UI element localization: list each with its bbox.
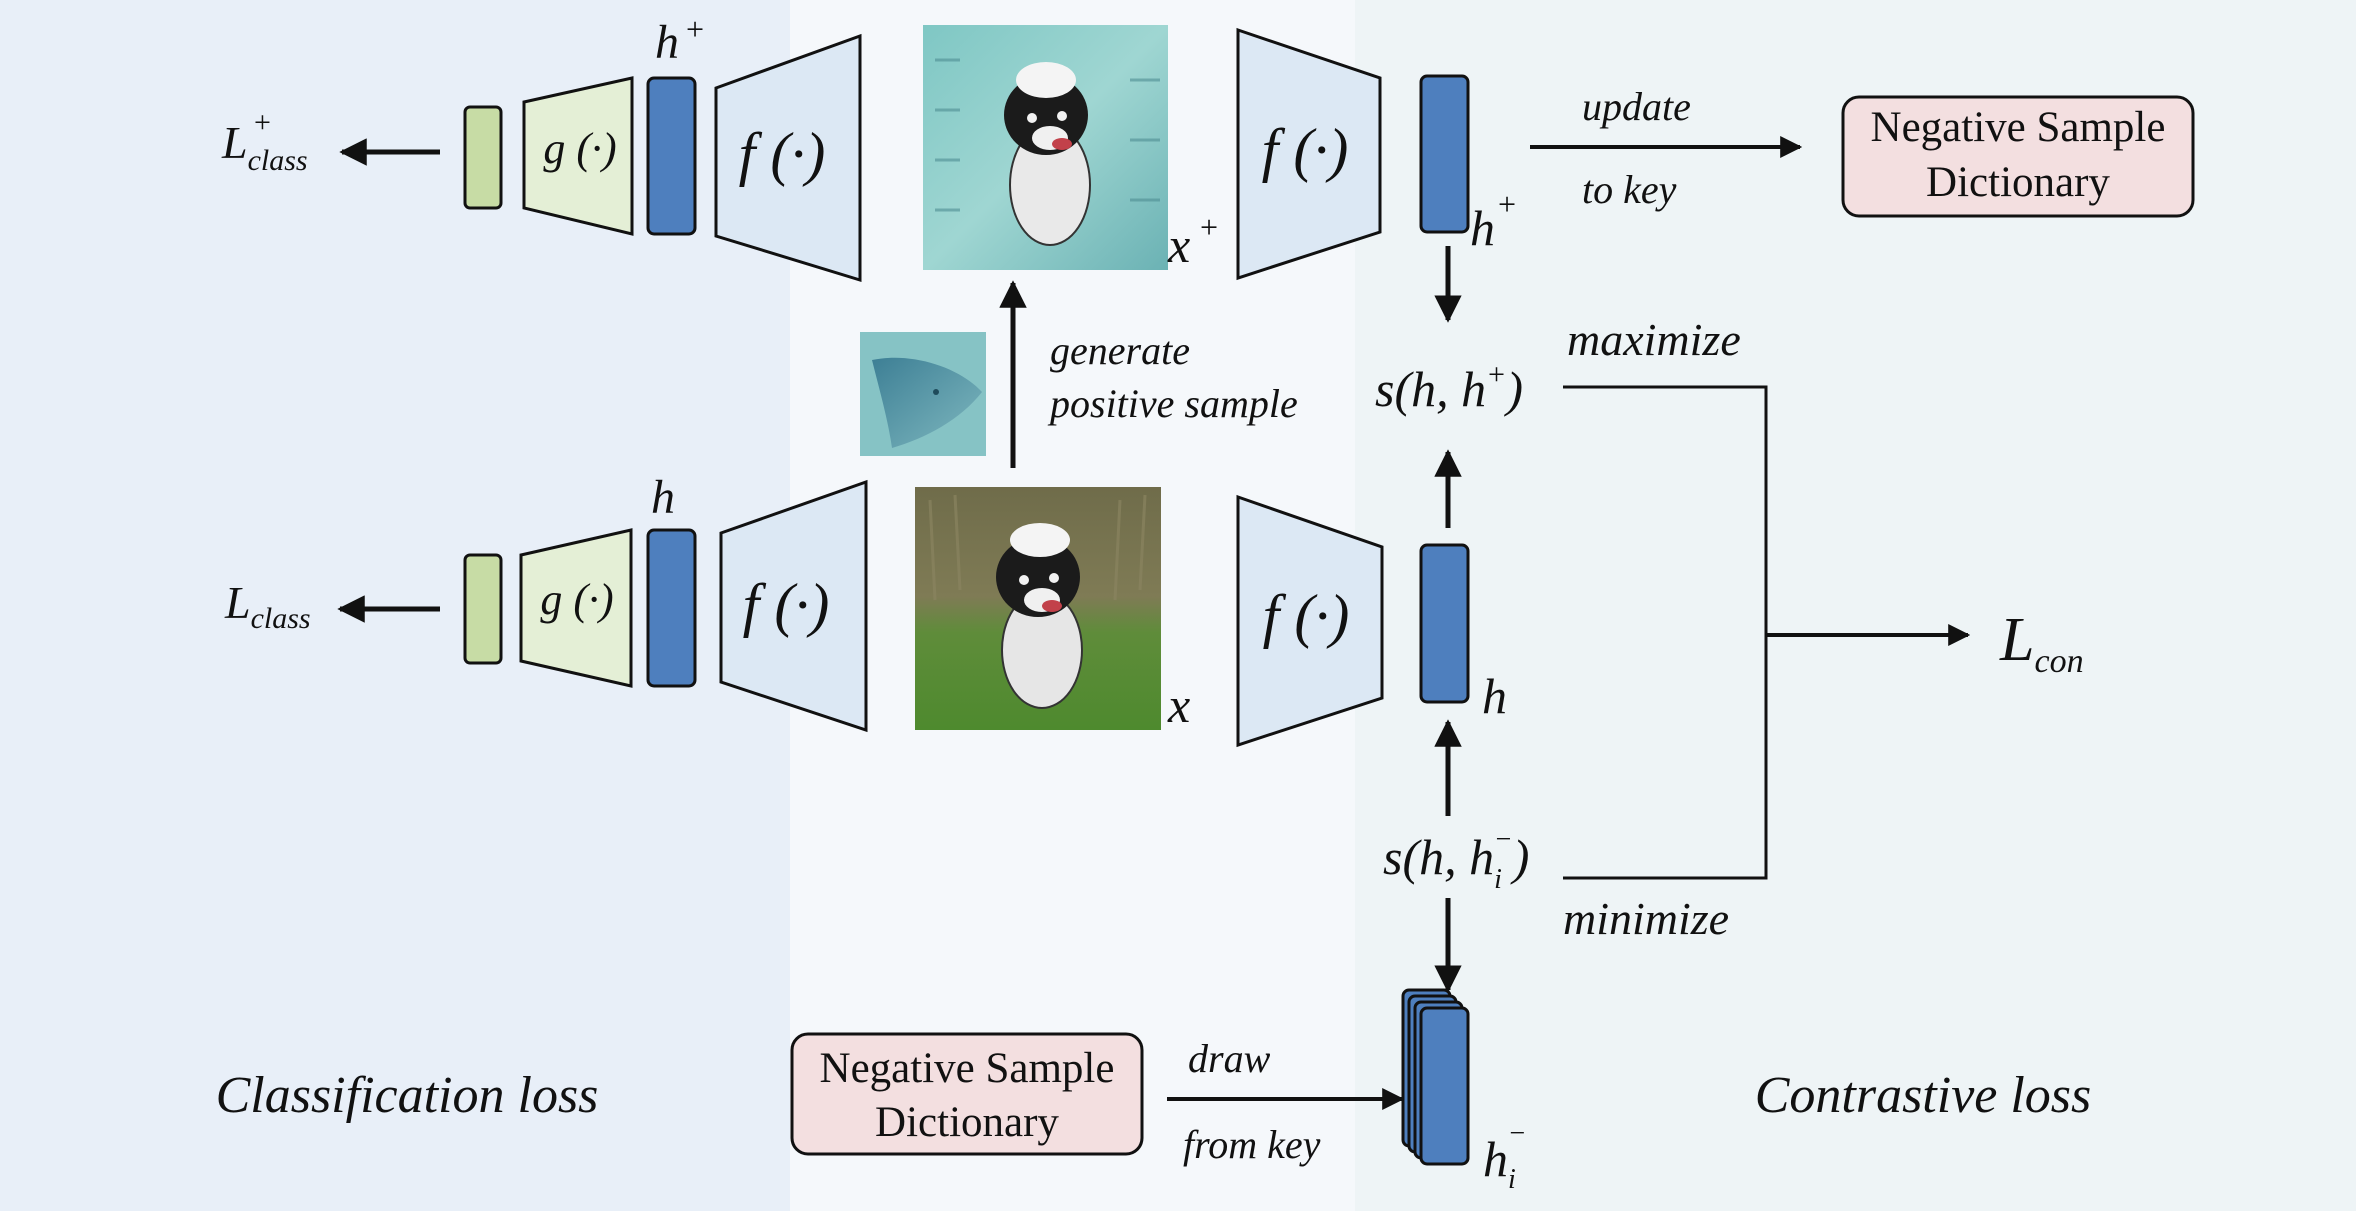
positive-similarity: s(h, h+) (1375, 358, 1523, 417)
classification-loss-title: Classification loss (216, 1067, 599, 1124)
negative-similarity: s(h, hi−) (1383, 824, 1529, 895)
negative-h-stack (1401, 988, 1470, 1166)
x-plus-sup: + (1200, 209, 1218, 245)
augmented-dog-image (923, 25, 1168, 270)
bottom-h-block (646, 528, 697, 688)
negative-h-label: hi− (1483, 1118, 1527, 1195)
top-g-projection (522, 76, 634, 236)
top-dictionary-line2: Dictionary (1926, 159, 2110, 206)
top-right-h-block (1419, 74, 1470, 234)
to-key-label: to key (1582, 167, 1677, 212)
bottom-branch: Lclass g (·) h f (·) x f (·) (224, 471, 1507, 748)
bottom-right-h-label: h (1482, 668, 1507, 724)
top-dictionary-line1: Negative Sample (1871, 104, 2166, 151)
from-key-label: from key (1183, 1122, 1321, 1167)
bottom-f-encoder-right (1236, 494, 1384, 748)
bottom-class-loss-label: Lclass (224, 577, 311, 635)
top-h-label: h (655, 16, 679, 69)
x-label: x (1167, 677, 1190, 733)
bottom-dictionary-line2: Dictionary (875, 1099, 1059, 1146)
top-class-loss-label: Lclass (221, 117, 308, 177)
top-h-block (646, 76, 697, 236)
original-dog-image (915, 487, 1161, 730)
bottom-f-left-label: f (·) (743, 572, 830, 638)
generate-section: generate positive sample (860, 280, 1298, 468)
stingray-image (860, 332, 986, 456)
generate-label-line1: generate (1050, 328, 1190, 373)
minimize-label: minimize (1563, 893, 1729, 944)
bottom-output-block (463, 553, 503, 665)
bottom-h-label: h (651, 471, 675, 524)
top-branch: Lclass + g (·) h + f (·) (221, 11, 2195, 283)
top-right-h-label: h (1470, 200, 1495, 256)
top-g-label: g (·) (543, 124, 616, 173)
x-plus-label: x (1167, 217, 1190, 273)
contrastive-loss-title: Contrastive loss (1755, 1067, 2092, 1124)
bottom-right-h-block (1419, 543, 1470, 704)
bottom-f-right-label: f (·) (1263, 583, 1350, 649)
update-label: update (1582, 84, 1691, 129)
maximize-label: maximize (1567, 314, 1741, 365)
top-f-encoder-right (1236, 27, 1382, 281)
draw-label: draw (1188, 1036, 1271, 1081)
generate-label-line2: positive sample (1047, 381, 1298, 426)
top-f-left-label: f (·) (739, 121, 826, 187)
bottom-g-label: g (·) (540, 575, 613, 624)
top-h-sup: + (686, 11, 704, 47)
top-right-h-sup: + (1498, 186, 1516, 222)
top-class-loss-sup: + (254, 106, 271, 139)
top-negative-dictionary (1841, 95, 2195, 218)
top-f-encoder-left (714, 33, 862, 283)
negatives-section: Negative Sample Dictionary draw from key… (790, 988, 1527, 1195)
max-min-bracket (1563, 385, 1768, 880)
bottom-negative-dictionary (790, 1032, 1144, 1156)
bottom-g-projection (519, 528, 633, 688)
bottom-dictionary-line1: Negative Sample (820, 1045, 1115, 1092)
top-output-block (463, 105, 503, 210)
contrastive-section: s(h, h+) maximize s(h, hi−) minimize Lco… (1375, 246, 2084, 993)
top-f-right-label: f (·) (1262, 117, 1349, 183)
bottom-f-encoder-left (719, 479, 868, 733)
contrastive-loss-output: Lcon (1999, 606, 2084, 680)
